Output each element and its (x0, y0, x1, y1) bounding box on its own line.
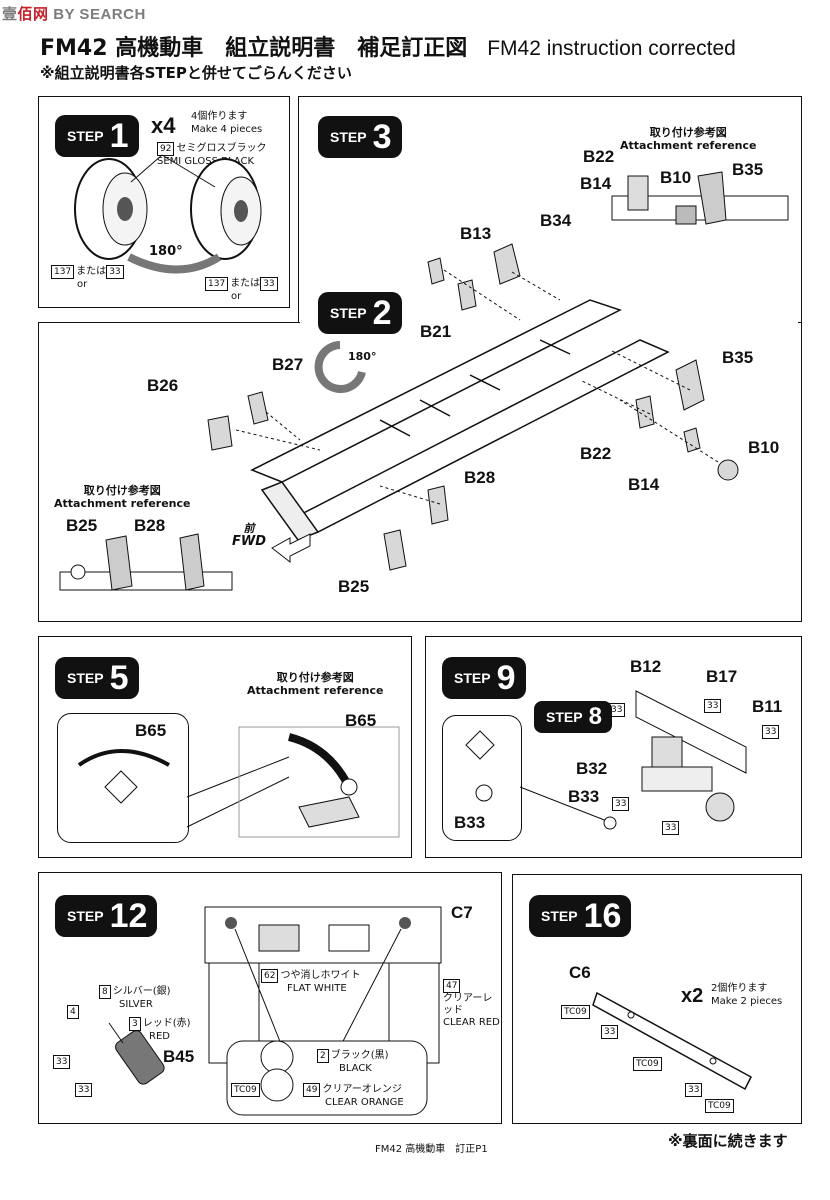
step1-mult: x4 (151, 113, 176, 138)
label-c6: C6 (569, 963, 591, 982)
step1-make-en: Make 4 pieces (191, 124, 263, 135)
part-33-bracket-a: 33 (601, 1025, 620, 1039)
label-b34: B34 (540, 211, 572, 230)
label-b32: B32 (576, 759, 608, 778)
label-b25: B25 (338, 577, 370, 596)
label-b35-ref: B35 (732, 160, 764, 179)
continue-note: ※裏面に続きます (668, 1132, 788, 1150)
part-33-b: 33 (704, 699, 723, 713)
step9-illustration (465, 690, 747, 830)
step12-illustration (108, 906, 442, 1116)
part-4: 4 (67, 1005, 81, 1019)
part-33-lamp-a: 33 (53, 1055, 72, 1069)
part-33-e: 33 (662, 821, 681, 835)
label-b10: B10 (748, 438, 780, 457)
footer-text: FM42 高機動車 訂正P1 (375, 1144, 488, 1155)
label-b33-callout: B33 (454, 813, 486, 832)
label-b22: B22 (580, 444, 612, 463)
page-title-en: FM42 instruction corrected (487, 37, 736, 60)
label-b28: B28 (464, 468, 496, 487)
label-b21: B21 (420, 322, 452, 341)
label-b35: B35 (722, 348, 754, 367)
watermark: 壹佰网 BY SEARCH (2, 6, 146, 23)
b33-callout (442, 715, 522, 841)
tc09-c: TC09 (705, 1099, 736, 1113)
step16-mult: x2 (681, 985, 704, 1007)
label-b25-ref: B25 (66, 516, 98, 535)
label-b33: B33 (568, 787, 600, 806)
label-b11: B11 (752, 697, 783, 716)
label-b13: B13 (460, 224, 492, 243)
label-b26: B26 (147, 376, 179, 395)
label-b10-ref: B10 (660, 168, 692, 187)
label-b14: B14 (628, 475, 660, 494)
label-b12: B12 (630, 657, 662, 676)
step5-illustration (77, 726, 400, 838)
label-b17: B17 (706, 667, 738, 686)
part-33-a: 33 (608, 703, 627, 717)
step16-illustration (592, 991, 752, 1091)
label-b14-ref: B14 (580, 174, 612, 193)
header-note: ※組立説明書各STEPと併せてごらんください (40, 64, 352, 82)
step16-make-jp: 2個作ります (711, 983, 768, 994)
part-33-bracket-b: 33 (685, 1083, 704, 1097)
step2-rotation: 180° (348, 350, 377, 363)
label-c7: C7 (451, 903, 473, 922)
tc09-lamp: TC09 (231, 1083, 262, 1097)
part-33-lamp-b: 33 (75, 1083, 94, 1097)
label-b28-ref: B28 (134, 516, 166, 535)
tc09-b: TC09 (633, 1057, 664, 1071)
label-b65: B65 (135, 721, 167, 740)
tc09-a: TC09 (561, 1005, 592, 1019)
label-b22-ref: B22 (583, 147, 615, 166)
tire-illustration (74, 154, 262, 274)
part-33-d: 33 (612, 797, 631, 811)
step16-make-en: Make 2 pieces (711, 996, 783, 1007)
label-b45: B45 (163, 1047, 195, 1066)
label-b65-ref: B65 (345, 711, 377, 730)
label-b27: B27 (272, 355, 304, 374)
step1-make-jp: 4個作ります (191, 111, 248, 122)
step1-rotation: 180° (149, 244, 183, 259)
part-33-c: 33 (762, 725, 781, 739)
